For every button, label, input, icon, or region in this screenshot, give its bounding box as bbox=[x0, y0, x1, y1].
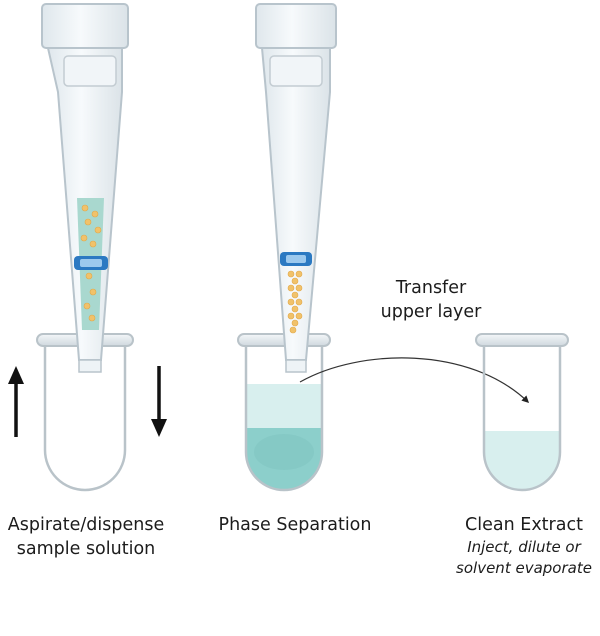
filter-ring-separation bbox=[280, 252, 312, 266]
transfer-label: Transfer upper layer bbox=[376, 276, 486, 324]
step-extract bbox=[475, 333, 569, 492]
upper-layer bbox=[246, 384, 322, 428]
transfer-line2: upper layer bbox=[380, 302, 482, 322]
packed-beads bbox=[287, 270, 303, 334]
curved-arrow-icon bbox=[299, 357, 530, 403]
caption-extract-line1: Clean Extract bbox=[465, 515, 583, 535]
sorbent-beads bbox=[80, 204, 102, 322]
tube-extract bbox=[482, 345, 562, 492]
caption-aspirate-line1: Aspirate/dispense bbox=[7, 515, 165, 535]
step-aspirate bbox=[8, 3, 167, 492]
caption-extract-note1: Inject, dilute or bbox=[467, 538, 581, 556]
caption-separation: Phase Separation bbox=[212, 513, 378, 537]
down-arrow-icon bbox=[151, 366, 167, 437]
caption-extract: Clean Extract Inject, dilute or solvent … bbox=[448, 513, 600, 579]
filter-ring-aspirate bbox=[74, 256, 108, 270]
caption-separation-line1: Phase Separation bbox=[218, 515, 372, 535]
caption-aspirate-line2: sample solution bbox=[16, 539, 156, 559]
caption-extract-note2: solvent evaporate bbox=[456, 559, 592, 577]
step-separation bbox=[237, 3, 337, 492]
up-arrow-icon bbox=[8, 366, 24, 437]
caption-aspirate: Aspirate/dispense sample solution bbox=[0, 513, 172, 561]
pipette-tip-separation bbox=[255, 3, 337, 373]
pipette-tip-aspirate bbox=[41, 3, 129, 373]
tube-separation bbox=[237, 333, 331, 492]
transfer-line1: Transfer bbox=[395, 278, 467, 298]
